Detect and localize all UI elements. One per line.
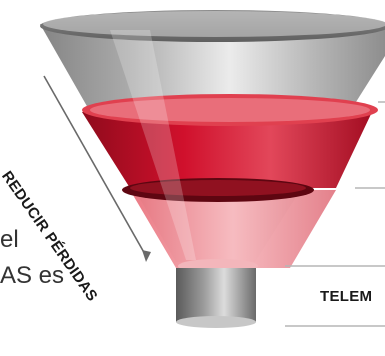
pink-layer [130, 190, 336, 268]
reduce-arrow [43, 75, 147, 257]
left-text-line-2: AS es [0, 262, 65, 289]
funnel-pipe [176, 268, 256, 322]
telemetry-label: TELEM [320, 288, 373, 305]
red-layer [82, 112, 372, 188]
left-text-line-1: el [0, 226, 19, 253]
